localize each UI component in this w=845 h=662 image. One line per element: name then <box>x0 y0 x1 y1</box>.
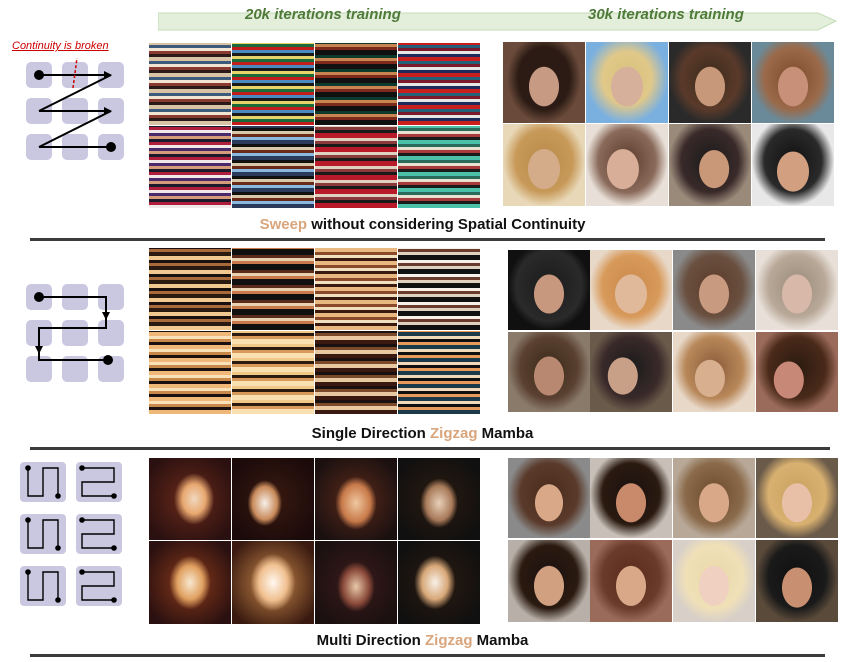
continuity-broken-label: Continuity is broken <box>12 40 109 52</box>
label-20k-iterations: 20k iterations training <box>245 6 401 23</box>
texture-sample <box>149 331 231 414</box>
header-arrow <box>157 8 838 34</box>
blurry-face-samples <box>508 250 838 412</box>
face-sample <box>673 250 755 330</box>
texture-sample <box>232 248 314 330</box>
face-sample <box>756 332 838 412</box>
multi-zigzag-diagram <box>18 460 126 610</box>
face-sample <box>586 124 668 206</box>
texture-sample <box>315 248 397 330</box>
row-divider <box>30 654 825 657</box>
face-sample <box>508 458 590 538</box>
face-sample <box>149 541 231 624</box>
face-sample <box>673 540 755 622</box>
face-sample <box>315 541 397 624</box>
caption-accent: Zigzag <box>430 425 478 442</box>
texture-sample <box>232 126 314 208</box>
caption-sweep: Sweep without considering Spatial Contin… <box>0 216 845 233</box>
face-sample <box>669 42 751 123</box>
face-sample <box>586 42 668 123</box>
face-sample <box>673 332 755 412</box>
face-sample <box>149 458 231 540</box>
texture-sample <box>315 331 397 414</box>
row-divider <box>30 238 825 241</box>
texture-sample <box>149 126 231 208</box>
caption-single-zigzag: Single Direction Zigzag Mamba <box>0 425 845 442</box>
label-30k-iterations: 30k iterations training <box>588 6 744 23</box>
caption-accent: Zigzag <box>424 632 473 649</box>
warm-texture-samples <box>149 248 480 414</box>
face-sample <box>756 458 838 538</box>
face-sample <box>398 541 480 624</box>
texture-sample <box>232 331 314 414</box>
face-sample <box>590 540 672 622</box>
realistic-face-samples <box>508 458 838 622</box>
face-sample <box>503 124 585 206</box>
face-sample <box>232 541 314 624</box>
face-sample <box>508 540 590 622</box>
face-sample <box>752 42 834 123</box>
face-sample <box>503 42 585 123</box>
caption-multi-zigzag: Multi Direction Zigzag Mamba <box>0 632 845 649</box>
face-sample <box>232 458 314 540</box>
caption-text: without considering Spatial Continuity <box>307 216 586 233</box>
texture-sample <box>315 126 397 208</box>
texture-sample <box>232 43 314 125</box>
sweep-scan-diagram <box>22 58 132 168</box>
row-divider <box>30 447 830 450</box>
face-sample <box>752 124 834 206</box>
face-sample <box>590 332 672 412</box>
distorted-face-samples <box>503 42 834 206</box>
caption-text: Mamba <box>477 425 534 442</box>
face-sample <box>315 458 397 540</box>
face-sample <box>669 124 751 206</box>
texture-sample <box>398 248 480 330</box>
caption-text: Single Direction <box>311 425 430 442</box>
caption-text: Mamba <box>472 632 529 649</box>
face-sample <box>756 250 838 330</box>
face-sample <box>590 458 672 538</box>
blob-face-samples <box>149 458 480 624</box>
face-sample <box>398 458 480 540</box>
texture-sample <box>398 43 480 125</box>
single-zigzag-diagram <box>22 280 132 390</box>
texture-sample <box>149 43 231 125</box>
texture-sample <box>398 331 480 414</box>
caption-text: Multi Direction <box>316 632 425 649</box>
texture-sample <box>398 126 480 208</box>
face-sample <box>756 540 838 622</box>
texture-sample <box>315 43 397 125</box>
face-sample <box>508 332 590 412</box>
face-sample <box>508 250 590 330</box>
noisy-texture-samples <box>149 43 480 208</box>
face-sample <box>590 250 672 330</box>
face-sample <box>673 458 755 538</box>
caption-accent: Sweep <box>259 216 308 233</box>
texture-sample <box>149 248 231 330</box>
